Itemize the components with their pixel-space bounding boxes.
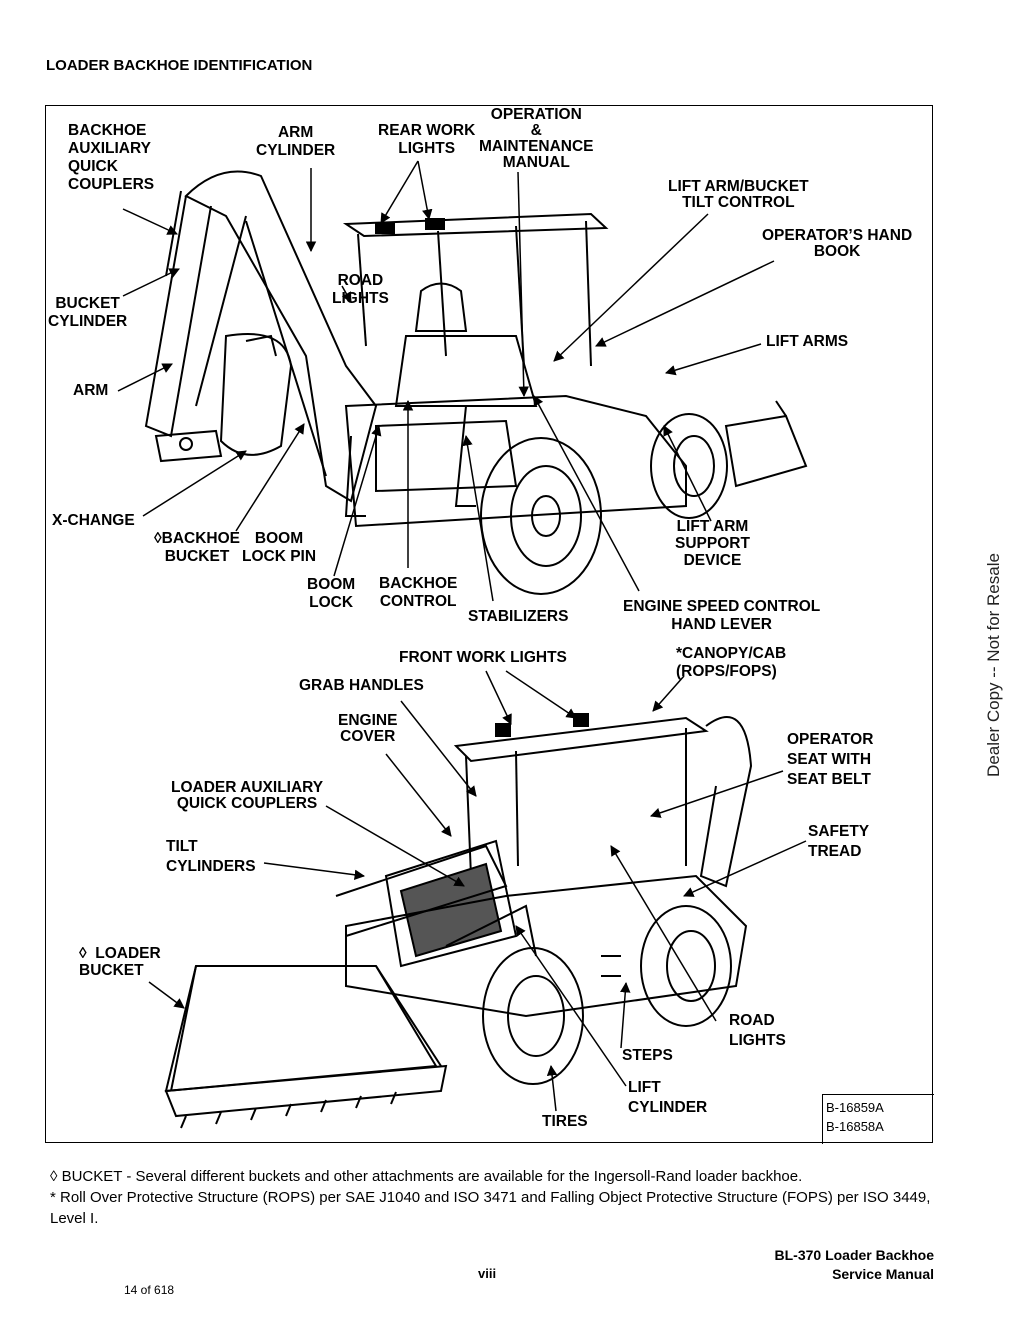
label-boom-lock-pin: BOOM LOCK PIN: [242, 530, 317, 565]
label-arm: ARM: [73, 382, 109, 399]
label-lift-arms: LIFT ARMS: [766, 333, 849, 350]
label-lift-cylinder: LIFT CYLINDER: [628, 1079, 708, 1116]
bucket-note: ◊ BUCKET - Several different buckets and…: [50, 1168, 803, 1185]
label-bucket-cylinder: BUCKET CYLINDER: [48, 295, 128, 330]
label-lift-arm-bucket-tilt: LIFT ARM/BUCKET TILT CONTROL: [668, 178, 809, 211]
page-title: LOADER BACKHOE IDENTIFICATION: [46, 57, 313, 74]
label-arm-cylinder: ARM CYLINDER: [256, 124, 336, 159]
label-backhoe-control: BACKHOE CONTROL: [379, 575, 458, 610]
label-operators-hand-book: OPERATOR’S HAND BOOK: [762, 227, 913, 260]
top-leader-lines: [117, 160, 775, 602]
label-backhoe-bucket: ◊BACKHOE BUCKET: [154, 530, 241, 565]
figure-id: B-16859A: [826, 1100, 884, 1115]
identification-figure: BACKHOE AUXILIARY QUICK COUPLERS ARM CYL…: [45, 105, 934, 1144]
label-tires: TIRES: [542, 1113, 588, 1130]
label-engine-speed-control: ENGINE SPEED CONTROL HAND LEVER: [623, 598, 821, 633]
machine-illustrations: [117, 160, 808, 1129]
label-steps: STEPS: [622, 1047, 673, 1064]
label-loader-aux-couplers: LOADER AUXILIARY QUICK COUPLERS: [171, 779, 324, 812]
label-front-work-lights: FRONT WORK LIGHTS: [399, 649, 567, 666]
manual-title: BL-370 Loader Backhoe: [774, 1247, 935, 1263]
label-tilt-cylinders: TILT CYLINDERS: [166, 838, 256, 875]
label-x-change: X-CHANGE: [52, 512, 135, 529]
label-stabilizers: STABILIZERS: [468, 608, 569, 625]
label-road-lights-bottom: ROAD LIGHTS: [729, 1012, 786, 1049]
label-backhoe-aux-couplers: BACKHOE AUXILIARY QUICK COUPLERS: [68, 122, 155, 193]
page-count: 14 of 618: [124, 1283, 175, 1297]
label-lift-arm-support: LIFT ARM SUPPORT DEVICE: [675, 518, 750, 569]
loader-front-view-drawing: [164, 713, 753, 1129]
label-boom-lock: BOOM LOCK: [307, 576, 356, 611]
bottom-leader-lines: [148, 670, 807, 1112]
watermark: Dealer Copy -- Not for Resale: [984, 553, 1003, 777]
rops-note: * Roll Over Protective Structure (ROPS) …: [50, 1189, 931, 1227]
manual-subtitle: Service Manual: [832, 1266, 934, 1282]
label-engine-cover: ENGINE COVER: [338, 712, 398, 745]
label-canopy-cab: *CANOPY/CAB (ROPS/FOPS): [676, 645, 787, 680]
label-rear-work-lights: REAR WORK LIGHTS: [378, 122, 476, 157]
label-operator-seat: OPERATOR SEAT WITH SEAT BELT: [787, 731, 874, 788]
footnotes: ◊ BUCKET - Several different buckets and…: [50, 1166, 950, 1229]
label-safety-tread: SAFETY TREAD: [808, 823, 870, 860]
page-number: viii: [478, 1266, 497, 1281]
label-loader-bucket: ◊ LOADER BUCKET: [79, 945, 161, 979]
label-om-manual: OPERATION & MAINTENANCE MANUAL: [479, 106, 594, 171]
figure-id: B-16858A: [826, 1119, 884, 1134]
figure-id-box: B-16859A B-16858A: [822, 1094, 934, 1144]
label-grab-handles: GRAB HANDLES: [299, 677, 424, 694]
label-road-lights-top: ROAD LIGHTS: [332, 272, 389, 307]
manual-title-block: BL-370 Loader Backhoe Service Manual: [775, 1246, 935, 1284]
